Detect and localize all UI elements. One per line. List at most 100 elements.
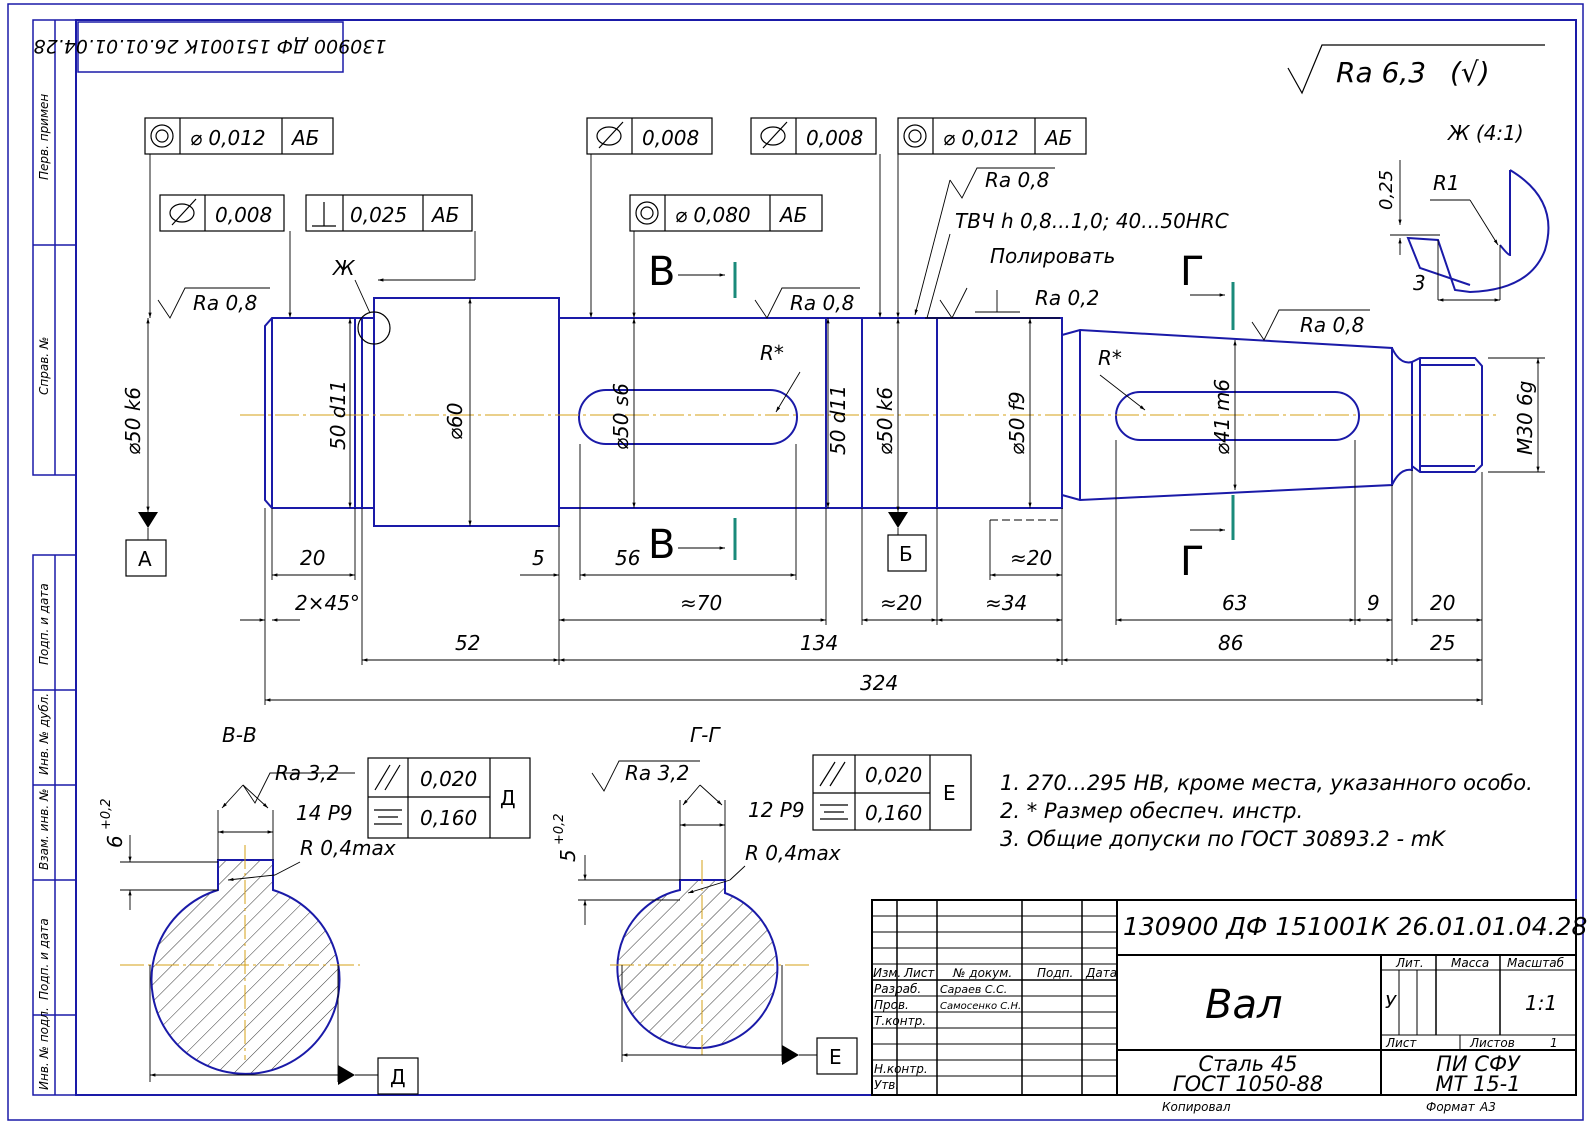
title-block: Изм. Лист № докум. Подп. Дата Разраб. Са…	[871, 899, 1587, 1114]
svg-text:Масштаб: Масштаб	[1507, 956, 1565, 970]
svg-text:Самосенко С.Н.: Самосенко С.Н.	[940, 1001, 1021, 1012]
svg-text:Ra 0,8: Ra 0,8	[790, 291, 854, 315]
material-1: Сталь 45	[1199, 1052, 1298, 1076]
detail-mark: Ж	[331, 256, 356, 280]
tolerance-frame-1: ⌀ 0,012 АБ	[144, 117, 334, 155]
svg-text:Разраб.: Разраб.	[874, 982, 921, 996]
section-label-g-top: Г	[1180, 249, 1204, 295]
roughness-marks: Ra 0,8 Ra 0,8 Ra 0,8 ТВЧ h 0,8...1,0; 40…	[157, 167, 1370, 341]
svg-text:Ra 6,3: Ra 6,3	[1336, 56, 1426, 89]
tolerance-frame-2: 0,008	[159, 194, 285, 232]
svg-text:Ra 3,2: Ra 3,2	[625, 761, 689, 785]
svg-text:№ докум.: № докум.	[952, 966, 1012, 980]
top-stamp: 130900 ДФ 151001К 26.01.01.04.28	[34, 35, 387, 57]
svg-text:0,25: 0,25	[1376, 170, 1397, 210]
svg-text:⌀ 0,080: ⌀ 0,080	[675, 203, 751, 227]
svg-text:⌀ 0,012: ⌀ 0,012	[190, 126, 266, 150]
svg-text:АБ: АБ	[778, 203, 807, 227]
side-strip: Перв. примен Справ. № Подп. и дата Инв. …	[32, 19, 77, 1096]
datum-a-label: А	[138, 547, 152, 571]
datum-markers: А Б	[125, 512, 927, 577]
svg-text:Формат: Формат	[1426, 1100, 1476, 1114]
svg-text:(√): (√)	[1450, 56, 1490, 89]
svg-text:0,008: 0,008	[642, 126, 699, 150]
doc-number: 130900 ДФ 151001К 26.01.01.04.28	[1123, 912, 1587, 941]
section-label-g-bot: Г	[1180, 539, 1204, 585]
svg-text:ТВЧ h 0,8...1,0; 40...50HRC: ТВЧ h 0,8...1,0; 40...50HRC	[955, 209, 1229, 233]
svg-text:Сараев С.С.: Сараев С.С.	[940, 983, 1007, 996]
dia-60: ⌀60	[443, 403, 467, 441]
dim-34: ≈34	[985, 591, 1027, 615]
dim-20-c: ≈20	[1010, 546, 1052, 570]
dim-134: 134	[800, 631, 838, 655]
org-2: МТ 15-1	[1435, 1072, 1520, 1096]
shaft-main-view: Ж	[240, 256, 1500, 527]
datum-b-label: Б	[899, 542, 913, 566]
svg-text:Лит.: Лит.	[1395, 956, 1424, 970]
dim-52: 52	[455, 631, 480, 655]
length-dims: 20 2×45° 5 56 ≈70 ≈20 ≈34 ≈20 63 9 20 52…	[240, 470, 1482, 702]
frame-leaders	[148, 154, 900, 318]
svg-text:Е: Е	[829, 1045, 842, 1069]
svg-text:R1: R1	[1433, 171, 1460, 195]
tolerance-frame-5: ⌀ 0,080 АБ	[629, 194, 823, 232]
dim-20-b: ≈20	[880, 591, 922, 615]
diameter-dims: ⌀50 k6 50 d11 ⌀60 ⌀50 s6 50 d11 ⌀50 k6 ⌀…	[121, 298, 1545, 526]
side-label-inv-dubl: Инв. № дубл.	[37, 693, 51, 775]
note-3: 3. Общие допуски по ГОСТ 30893.2 - mK	[1000, 827, 1447, 851]
part-name: Вал	[1205, 982, 1283, 1028]
tolerance-frame-4: 0,008	[586, 117, 713, 155]
svg-text:Г-Г: Г-Г	[690, 723, 721, 747]
svg-text:0,025: 0,025	[350, 203, 407, 227]
r-star-1: R*	[760, 341, 784, 365]
note-1: 1. 270...295 HB, кроме места, указанного…	[1000, 771, 1533, 795]
side-label-sprav: Справ. №	[37, 337, 51, 395]
material-2: ГОСТ 1050-88	[1173, 1072, 1323, 1096]
svg-text:Лист: Лист	[903, 966, 935, 980]
svg-text:0,020: 0,020	[420, 767, 477, 791]
svg-text:Масса: Масса	[1451, 956, 1489, 970]
svg-text:0,160: 0,160	[420, 806, 477, 830]
side-label-podp-2: Подп. и дата	[37, 918, 51, 1000]
section-gg: Г-Г Ra 3,2 12 P9 0,020 0,160 Е R 0,4max …	[552, 723, 972, 1075]
svg-text:Д: Д	[390, 1065, 406, 1089]
dim-70: ≈70	[680, 591, 722, 615]
sheet-border	[7, 3, 1584, 1121]
svg-text:R 0,4max: R 0,4max	[300, 836, 396, 860]
section-label-b-bot: В	[648, 522, 675, 568]
side-label-perv: Перв. примен	[37, 94, 51, 180]
dia-50f9: ⌀50 f9	[1005, 391, 1029, 455]
svg-text:Ra 0,8: Ra 0,8	[985, 168, 1049, 192]
dim-86: 86	[1218, 631, 1243, 655]
svg-text:В-В: В-В	[222, 723, 257, 747]
svg-text:0,020: 0,020	[865, 763, 922, 787]
dia-50d11-b: 50 d11	[826, 385, 850, 455]
technical-notes: 1. 270...295 HB, кроме места, указанного…	[1000, 771, 1533, 851]
r-star-2: R*	[1098, 346, 1122, 370]
side-label-inv-podl: Инв. № подл.	[37, 1007, 51, 1090]
svg-text:+0,2: +0,2	[552, 813, 567, 845]
note-2: 2. * Размер обеспеч. инстр.	[1000, 799, 1303, 823]
svg-text:А3: А3	[1479, 1100, 1496, 1114]
svg-text:Ra 0,2: Ra 0,2	[1035, 286, 1099, 310]
svg-text:Утв.: Утв.	[874, 1078, 899, 1092]
dia-50k6-a: ⌀50 k6	[121, 387, 145, 455]
dim-20-d: 20	[1430, 591, 1455, 615]
org-1: ПИ СФУ	[1436, 1052, 1521, 1076]
svg-text:14 P9: 14 P9	[296, 801, 353, 825]
svg-text:Листов: Листов	[1469, 1036, 1515, 1050]
svg-text:Ж (4:1): Ж (4:1)	[1446, 121, 1524, 145]
dim-9: 9	[1367, 591, 1380, 615]
dim-56: 56	[615, 546, 640, 570]
svg-text:Н.контр.: Н.контр.	[874, 1062, 928, 1076]
svg-text:1: 1	[1550, 1036, 1558, 1050]
side-label-vzam: Взам. инв. №	[37, 789, 51, 870]
tolerance-frame-6: 0,008	[750, 117, 877, 155]
svg-text:АБ: АБ	[430, 203, 459, 227]
svg-text:Ra 0,8: Ra 0,8	[193, 291, 257, 315]
svg-text:АБ: АБ	[290, 126, 319, 150]
svg-text:Д: Д	[500, 786, 516, 810]
detail-view: Ж (4:1) 0,25 R1 3	[1376, 121, 1550, 302]
svg-text:0,008: 0,008	[215, 203, 272, 227]
